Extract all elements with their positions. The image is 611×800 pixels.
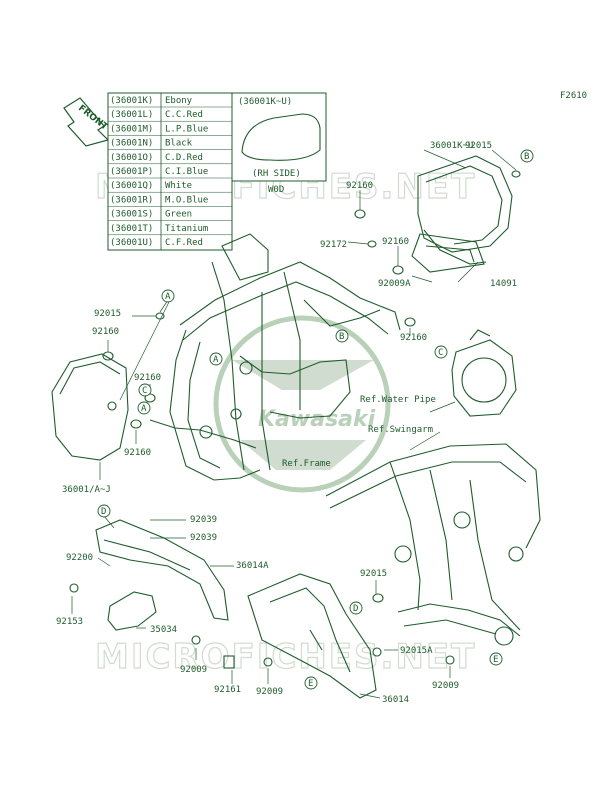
figure-code: F2610 xyxy=(560,91,587,101)
frame-outline xyxy=(149,233,401,481)
color-table-color-7: M.O.Blue xyxy=(165,195,208,205)
color-table-part-6: (36001Q) xyxy=(110,181,153,191)
hardware-fasteners xyxy=(69,170,521,669)
part-label-92009-c: 92009 xyxy=(432,681,459,691)
color-table-part-9: (36001T) xyxy=(110,224,153,234)
part-label-92200: 92200 xyxy=(66,553,93,563)
color-table-color-5: C.I.Blue xyxy=(165,167,208,177)
part-label-92009-a: 92009 xyxy=(180,665,207,675)
part-label-92015-tr: 92015 xyxy=(465,141,492,151)
color-table-color-0: Ebony xyxy=(165,96,193,106)
watermark-bottom: MICROFICHES.NET xyxy=(95,637,476,677)
chain-guard-36014a xyxy=(95,519,229,621)
reference-marker-e: E xyxy=(308,679,313,689)
color-table-part-2: (36001M) xyxy=(110,124,153,134)
part-label-ref-swingarm: Ref.Swingarm xyxy=(368,425,433,435)
part-label-14091: 14091 xyxy=(490,279,517,289)
color-table-part-4: (36001O) xyxy=(110,153,153,163)
kawasaki-logo: Kawasaki xyxy=(213,315,391,493)
reference-marker-a: A xyxy=(141,404,147,414)
bracket-35034 xyxy=(107,591,157,631)
reference-marker-d: D xyxy=(353,604,358,614)
color-table-part-5: (36001P) xyxy=(110,167,153,177)
reference-markers xyxy=(97,149,534,690)
part-label-92160-a: 92160 xyxy=(346,181,373,191)
reference-marker-e: E xyxy=(493,655,498,665)
part-label-92015-m: 92015 xyxy=(360,569,387,579)
part-label-35034: 35034 xyxy=(150,625,177,635)
color-table-part-7: (36001R) xyxy=(110,195,153,205)
reference-marker-b: B xyxy=(339,332,344,342)
inset-code: W0D xyxy=(268,185,284,195)
part-label-92160-b: 92160 xyxy=(382,237,409,247)
reference-marker-b: B xyxy=(524,152,529,162)
part-label-92009-b: 92009 xyxy=(256,687,283,697)
part-label-92160-l: 92160 xyxy=(92,327,119,337)
side-cover-lh xyxy=(51,353,129,461)
bracket-cover-14091 xyxy=(411,233,485,273)
part-label-36001-a-j: 36001/A~J xyxy=(62,485,111,495)
color-table-color-9: Titanium xyxy=(165,224,208,234)
part-label-92161: 92161 xyxy=(214,685,241,695)
part-label-92009a: 92009A xyxy=(378,279,411,289)
water-pump-cover xyxy=(451,329,517,417)
color-table-part-1: (36001L) xyxy=(110,110,153,120)
color-table: (36001K) Ebony (36001L) C.C.Red (36001M) L.P.… xyxy=(107,92,233,251)
color-table-color-4: C.D.Red xyxy=(165,153,203,163)
part-label-ref-frame: Ref.Frame xyxy=(282,459,331,469)
color-table-part-0: (36001K) xyxy=(110,96,153,106)
part-label-92172: 92172 xyxy=(320,240,347,250)
inset-caption: (RH SIDE) xyxy=(252,169,301,179)
part-label-92039-b: 92039 xyxy=(190,533,217,543)
color-table-color-3: Black xyxy=(165,139,193,149)
reference-marker-c: C xyxy=(438,348,443,358)
swingarm xyxy=(325,443,541,646)
part-label-92153: 92153 xyxy=(56,617,83,627)
reference-marker-c: C xyxy=(142,386,147,396)
leader-lines xyxy=(71,149,517,699)
color-table-color-1: C.C.Red xyxy=(165,110,203,120)
color-table-color-10: C.F.Red xyxy=(165,238,203,248)
part-label-92160-c: 92160 xyxy=(134,373,161,383)
color-table-color-2: L.P.Blue xyxy=(165,124,208,134)
part-label-92015a: 92015A xyxy=(400,646,433,656)
color-table-color-8: Green xyxy=(165,210,192,220)
front-arrow: FRONT xyxy=(63,97,110,147)
lower-cover-36014 xyxy=(247,573,377,699)
color-table-part-10: (36001U) xyxy=(110,238,153,248)
part-label-ref-water-pipe: Ref.Water Pipe xyxy=(360,395,436,405)
part-label-36014: 36014 xyxy=(382,695,409,705)
part-label-92160-d: 92160 xyxy=(400,333,427,343)
part-label-92015-l: 92015 xyxy=(94,309,121,319)
color-table-color-6: White xyxy=(165,181,192,191)
reference-marker-a: A xyxy=(165,292,171,302)
color-table-part-3: (36001N) xyxy=(110,139,153,149)
reference-marker-d: D xyxy=(101,507,106,517)
logo-text: Kawasaki xyxy=(258,407,376,432)
color-table-part-8: (36001S) xyxy=(110,210,153,220)
side-cover-rh xyxy=(417,155,513,265)
inset-title: (36001K~U) xyxy=(238,97,292,107)
part-label-36001k-u: 36001K~U xyxy=(430,141,473,151)
part-label-36014a: 36014A xyxy=(236,561,269,571)
rh-side-inset: (36001K~U) (RH SIDE) W0D xyxy=(231,92,327,195)
reference-marker-a: A xyxy=(213,355,219,365)
part-label-92160-e: 92160 xyxy=(124,448,151,458)
part-label-92039-a: 92039 xyxy=(190,515,217,525)
